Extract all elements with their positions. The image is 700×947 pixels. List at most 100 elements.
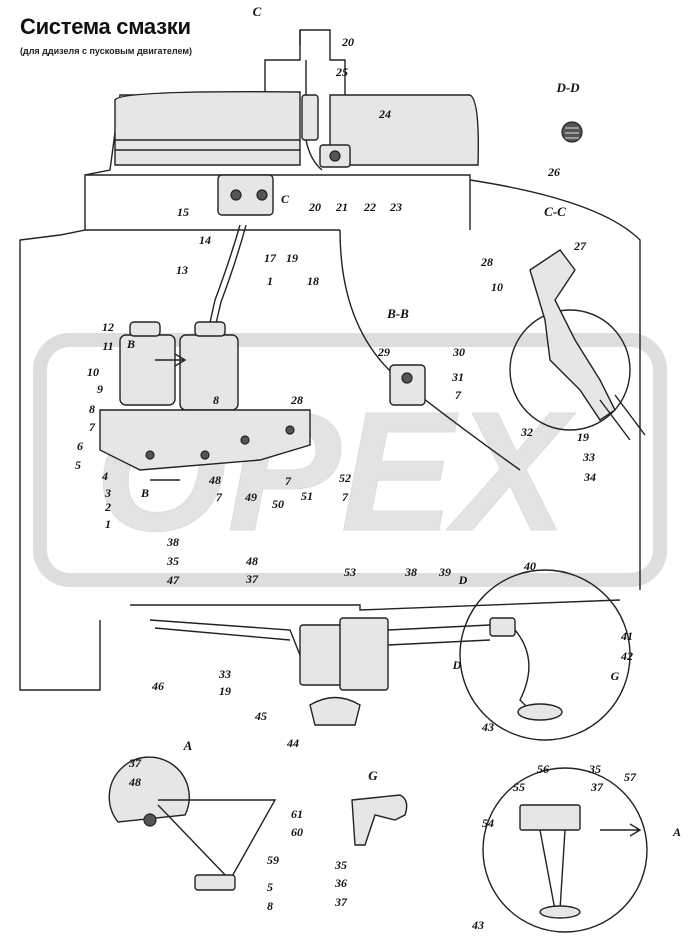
callout-label: 50 (272, 497, 284, 511)
callout-label: 38 (404, 565, 417, 579)
callout-label: 39 (438, 565, 451, 579)
callout-label: B (140, 486, 149, 500)
callout-label: 32 (520, 425, 533, 439)
callout-label: 4 (101, 469, 108, 483)
watermark: OPEX (33, 333, 667, 587)
callout-label: 28 (480, 255, 493, 269)
section-c-c-detail (509, 249, 646, 441)
callout-label: 33 (218, 667, 231, 681)
callout-label: 48 (208, 473, 221, 487)
callout-label: D (452, 658, 462, 672)
callout-label: 3 (104, 486, 111, 500)
callout-label: 2 (104, 500, 111, 514)
callout-label: 57 (624, 770, 637, 784)
callout-label: 55 (513, 780, 525, 794)
callout-label: 37 (245, 572, 259, 586)
callout-label: 34 (583, 470, 596, 484)
callout-label: 10 (491, 280, 503, 294)
callout-label: G (611, 669, 620, 683)
callout-label: 38 (166, 535, 179, 549)
callout-label: 24 (378, 107, 391, 121)
callout-label: 29 (377, 345, 390, 359)
view-g-zoom-detail (482, 767, 648, 933)
callout-label: 36 (334, 876, 347, 890)
callout-label: 37 (334, 895, 348, 909)
section-label: C (253, 4, 262, 19)
callout-label: 35 (334, 858, 347, 872)
callout-label: 22 (363, 200, 376, 214)
callout-label: 46 (151, 679, 164, 693)
callout-label: 1 (267, 274, 273, 288)
callout-label: 5 (267, 880, 273, 894)
callout-label: 37 (590, 780, 604, 794)
callout-label: 13 (176, 263, 188, 277)
callout-label: 30 (452, 345, 465, 359)
callout-label: 8 (89, 402, 95, 416)
view-g-detail (351, 794, 408, 846)
callout-label: 42 (620, 649, 633, 663)
section-label: A (183, 738, 193, 753)
callout-label: 7 (285, 474, 292, 488)
section-label: B-B (386, 306, 409, 321)
callout-label: 45 (254, 709, 267, 723)
callout-label: 31 (451, 370, 464, 384)
callout-label: 35 (588, 762, 601, 776)
callout-label: 7 (89, 420, 96, 434)
callout-label: 1 (105, 517, 111, 531)
callout-label: 51 (301, 489, 313, 503)
callout-label: 43 (471, 918, 484, 932)
callout-label: 52 (339, 471, 351, 485)
section-label: C-C (544, 204, 566, 219)
callout-label: 27 (573, 239, 587, 253)
callout-label: 56 (537, 762, 549, 776)
callout-label: D (458, 573, 468, 587)
callout-label: 5 (75, 458, 81, 472)
view-a-detail (108, 756, 277, 891)
callout-label: 14 (199, 233, 211, 247)
callout-label: 20 (341, 35, 354, 49)
callout-label: 17 (264, 251, 277, 265)
callout-label: 43 (481, 720, 494, 734)
callout-label: 25 (335, 65, 348, 79)
callout-label: 7 (342, 490, 349, 504)
callout-label: 18 (307, 274, 319, 288)
callout-label: 7 (216, 490, 223, 504)
callout-label: 19 (577, 430, 589, 444)
callout-label: 47 (166, 573, 180, 587)
callout-label: 49 (244, 490, 257, 504)
callout-label: 19 (286, 251, 298, 265)
callout-label: 26 (547, 165, 560, 179)
callout-label: 44 (286, 736, 299, 750)
callout-label: 28 (290, 393, 303, 407)
callout-label: C (281, 192, 290, 206)
callout-label: 60 (291, 825, 303, 839)
callout-label: 54 (482, 816, 494, 830)
engine-block (19, 29, 641, 691)
callout-label: 40 (523, 559, 536, 573)
callout-label: A (672, 825, 681, 839)
callout-label: 15 (177, 205, 189, 219)
callout-label: 59 (267, 853, 279, 867)
callout-label: 53 (344, 565, 356, 579)
callout-label: 48 (128, 775, 141, 789)
diagram-title: Система смазки (20, 14, 191, 39)
callout-label: 23 (389, 200, 402, 214)
callout-label: 61 (291, 807, 303, 821)
callout-label: 8 (213, 393, 219, 407)
callout-label: 10 (87, 365, 99, 379)
oil-pump-assembly (130, 569, 631, 741)
section-labels: CD-DC-CB-BAG (183, 4, 580, 783)
callout-label: B (126, 337, 135, 351)
callout-label: 33 (582, 450, 595, 464)
callout-label: 19 (219, 684, 231, 698)
callout-label: 9 (97, 382, 103, 396)
section-label: D-D (555, 80, 580, 95)
callout-label: 12 (102, 320, 114, 334)
callout-label: 20 (308, 200, 321, 214)
oil-filters (99, 321, 311, 481)
callout-label: 7 (455, 388, 462, 402)
watermark-text: OPEX (95, 377, 576, 567)
callout-label: 48 (245, 554, 258, 568)
